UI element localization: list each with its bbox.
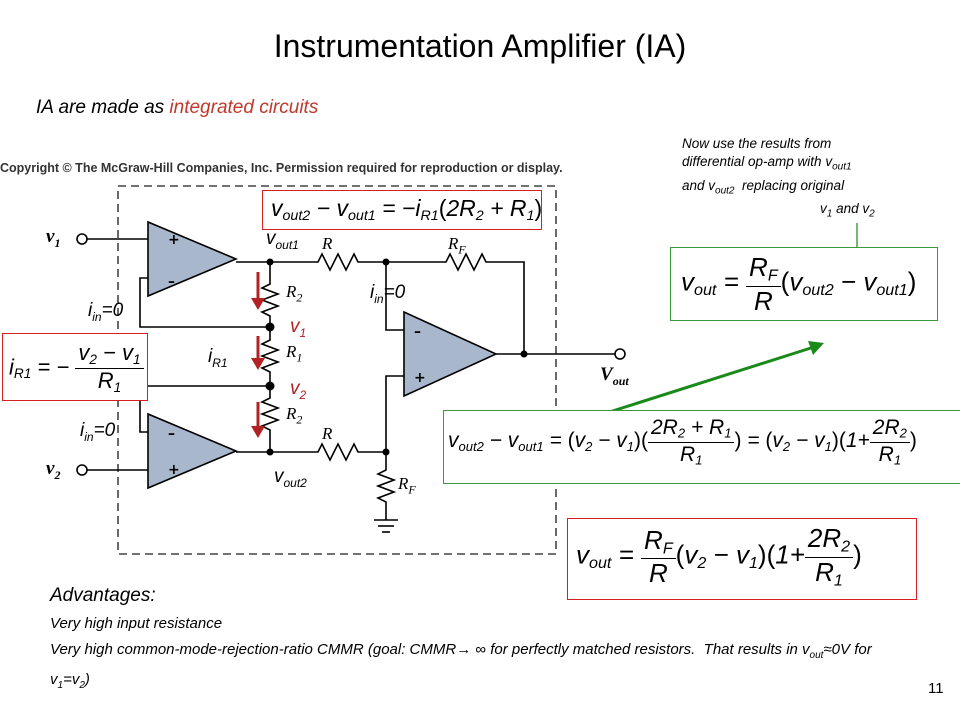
label-v1-input: v1 (46, 226, 61, 250)
label-iin-bottom: iin=0 (80, 420, 116, 444)
label-vout1: vout1 (266, 228, 299, 252)
opamp-diff (403, 310, 498, 398)
wire-inv-input (385, 262, 404, 331)
label-vout: Vout (600, 364, 629, 388)
opamp-diff-minus: – (414, 324, 421, 340)
label-r2-top: R2 (286, 282, 303, 305)
note-line2: differential op-amp with v (682, 154, 833, 169)
arrow-green (577, 345, 815, 424)
opamp-bot-minus: – (168, 426, 175, 442)
advantage-item-2: Very high common-mode-rejection-ratio CM… (50, 641, 872, 691)
wire-bot-feedback (139, 385, 270, 433)
node-output (520, 350, 528, 358)
resistor-rf-bot (375, 452, 397, 520)
note-line4-sub1: 1 (826, 209, 833, 221)
wire-out1 (236, 261, 271, 278)
eq-box-vout-diff: vout2 − vout1 = −iR1(2R2 + R1) (262, 190, 542, 230)
opamp-top-plus: + (168, 232, 180, 248)
note-line2-sub: out1 (832, 161, 852, 173)
label-r-bottom: R (322, 424, 333, 443)
node-noninv (382, 448, 390, 456)
node-v1 (265, 322, 275, 332)
opamp-diff-plus: + (414, 370, 426, 386)
label-vout2: vout2 (274, 466, 307, 490)
resistor-r2-top (259, 278, 281, 327)
eq-vout-diff: vout2 − vout1 = −iR1(2R2 + R1) (271, 195, 543, 224)
resistor-r2-bot (259, 386, 281, 452)
arrow-current-1-head (251, 298, 265, 310)
note-line4-a: v (820, 201, 827, 217)
advantage-item-1: Very high input resistance (50, 615, 223, 632)
note-line3: and v (682, 177, 716, 193)
opamp-top (147, 220, 239, 298)
subtitle: IA are made as integrated circuits (36, 97, 318, 119)
label-v2-input: v2 (46, 458, 61, 482)
subtitle-highlight: integrated circuits (169, 97, 319, 118)
node-out1 (266, 258, 274, 266)
label-r-top: R (322, 234, 333, 253)
label-r2-bottom: R2 (286, 404, 303, 427)
terminal-v2 (76, 464, 88, 476)
label-iin-top: iin=0 (88, 300, 124, 324)
label-r1: R1 (286, 342, 303, 365)
resistor-r-bot (312, 442, 386, 462)
label-rf-bottom: RF (398, 474, 416, 497)
note-line4-mid: and v (832, 201, 870, 217)
note-text: Now use the results from differential op… (682, 135, 944, 224)
arrow-current-2-head (251, 358, 265, 370)
page-number: 11 (928, 680, 944, 697)
label-rf-top: RF (448, 234, 466, 257)
arrow-green-head (808, 341, 824, 355)
resistor-r1 (259, 327, 281, 386)
note-line1: Now use the results from (682, 136, 832, 151)
opamp-top-minus: – (168, 274, 175, 290)
node-out2 (266, 448, 274, 456)
page-title: Instrumentation Amplifier (IA) (273, 28, 687, 64)
note-line4-sub2: 2 (869, 209, 875, 221)
wire-top-feedback (139, 277, 270, 328)
copyright-notice: Copyright © The McGraw-Hill Companies, I… (0, 161, 563, 175)
node-v2 (265, 381, 275, 391)
label-node-v1: v1 (290, 316, 307, 340)
node-inv (382, 258, 390, 266)
note-line3-sub: out2 (715, 185, 735, 197)
wire-noninv-input (385, 375, 404, 452)
terminal-v1 (76, 233, 88, 245)
arrow-current-3-head (251, 426, 265, 438)
label-node-v2: v2 (290, 378, 307, 402)
opamp-bottom (147, 412, 239, 490)
resistor-rf-top (440, 252, 525, 354)
advantages-title: Advantages: (50, 585, 156, 606)
opamp-bot-plus: + (168, 462, 180, 478)
terminal-vout (614, 348, 626, 360)
label-iin-diff: iin=0 (370, 282, 406, 306)
note-line3-rest: replacing original (734, 177, 845, 193)
subtitle-prefix: IA are made as (36, 97, 170, 118)
resistor-r-top (312, 252, 440, 272)
label-ir1: iR1 (208, 346, 228, 370)
